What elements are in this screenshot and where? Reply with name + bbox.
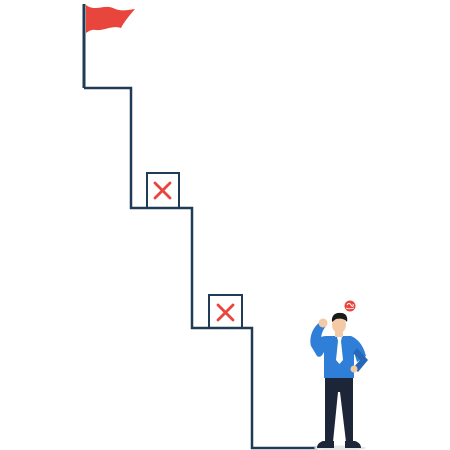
hip-hand	[350, 365, 358, 373]
tie	[336, 337, 343, 364]
right-shoe	[345, 441, 361, 448]
hair	[331, 312, 348, 322]
left-shoe	[317, 441, 334, 448]
red-flag-icon	[86, 5, 135, 33]
blocked-step-x-icon	[216, 303, 235, 322]
blocked-step-box	[146, 172, 180, 208]
blocked-step-box	[208, 294, 243, 328]
stress-icon	[344, 300, 356, 312]
head	[332, 317, 346, 333]
blocked-step-x-icon	[153, 181, 172, 200]
blocked-step-1	[146, 172, 180, 208]
neck	[335, 330, 343, 337]
confused-businessman	[310, 300, 368, 450]
hip-arm	[353, 348, 368, 372]
head-hand	[318, 318, 328, 328]
raised-arm	[310, 322, 326, 346]
blocked-step-2	[208, 294, 243, 328]
staircase-line	[84, 86, 318, 450]
pants	[325, 374, 353, 442]
